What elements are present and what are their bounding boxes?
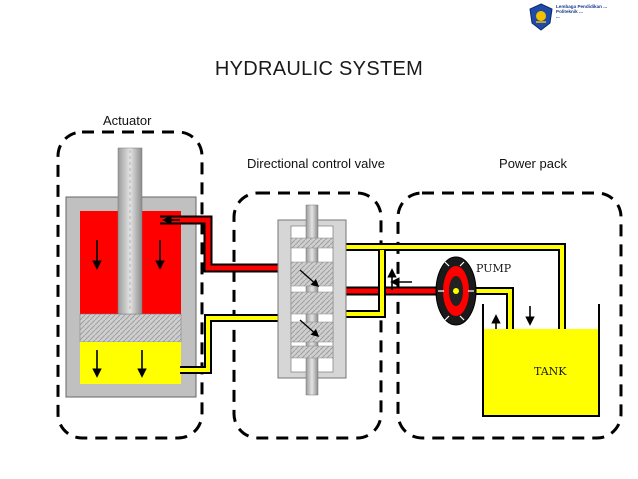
actuator-boundary <box>56 130 204 440</box>
logo-line: Politeknik ... <box>556 9 583 15</box>
return-line <box>180 243 566 374</box>
pressure-line <box>160 215 440 296</box>
tank: TANK <box>482 304 600 417</box>
emblem-icon <box>529 3 553 31</box>
power-pack-label: Power pack <box>499 156 567 171</box>
cylinder-yellow-chamber <box>80 342 181 384</box>
institution-logo: Lembaga Pendidikan ... Politeknik ... ..… <box>528 3 636 33</box>
hydraulic-cylinder <box>65 147 197 398</box>
tank-label: TANK <box>534 365 567 378</box>
pump: PUMP <box>435 256 512 326</box>
logo-line: ... <box>556 14 560 20</box>
pump-label: PUMP <box>476 262 512 275</box>
flow-arrow-icon <box>299 319 320 338</box>
piston <box>79 313 182 343</box>
logo-text: Lembaga Pendidikan ... Politeknik ... ..… <box>556 4 607 20</box>
logo-line: Lembaga Pendidikan ... <box>556 4 608 9</box>
power-pack-boundary <box>396 191 623 440</box>
flow-arrow-icon <box>299 269 320 288</box>
actuator-label: Actuator <box>103 113 152 128</box>
directional-control-valve-label: Directional control valve <box>246 156 385 171</box>
directional-control-valve <box>277 204 347 396</box>
page-title: HYDRAULIC SYSTEM <box>214 58 424 80</box>
